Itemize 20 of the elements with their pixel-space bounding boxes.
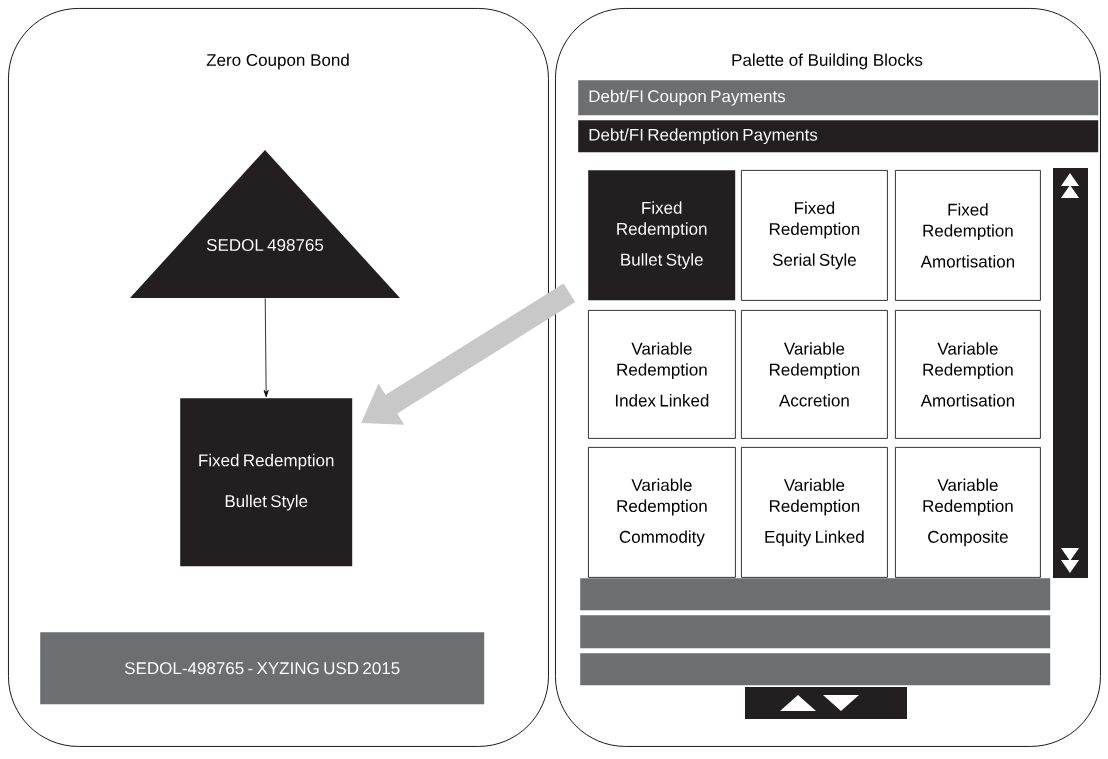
palette-tile: Fixed Redemption Amortisation	[895, 170, 1041, 301]
category-bar	[580, 615, 1051, 649]
block-box: Fixed Redemption Bullet Style	[180, 398, 353, 567]
triangle-node: SEDOL 498765	[130, 150, 400, 298]
palette-tile: Fixed Redemption Serial Style	[741, 170, 888, 301]
palette-tile: Variable Redemption Equity Linked	[741, 447, 888, 578]
category-bar	[580, 653, 1051, 686]
panel-title: Palette of Building Blocks	[732, 53, 923, 70]
category-bar	[580, 578, 1051, 611]
palette-tile: Variable Redemption Composite	[895, 447, 1041, 578]
arrow	[263, 298, 269, 398]
palette-tile: Variable Redemption Accretion	[741, 310, 888, 439]
panel-title: Zero Coupon Bond	[206, 53, 349, 70]
palette-tile: Variable Redemption Amortisation	[895, 310, 1041, 439]
palette-tile: Variable Redemption Index Linked	[588, 310, 736, 439]
palette-tile: Variable Redemption Commodity	[588, 447, 736, 578]
name-bar: SEDOL-498765 - XYZING USD 2015	[40, 632, 485, 705]
category-bar: Debt/FI Coupon Payments	[578, 80, 1099, 116]
category-bar: Debt/FI Redemption Payments	[578, 120, 1099, 153]
palette-tile: Fixed Redemption Bullet Style	[588, 170, 736, 301]
